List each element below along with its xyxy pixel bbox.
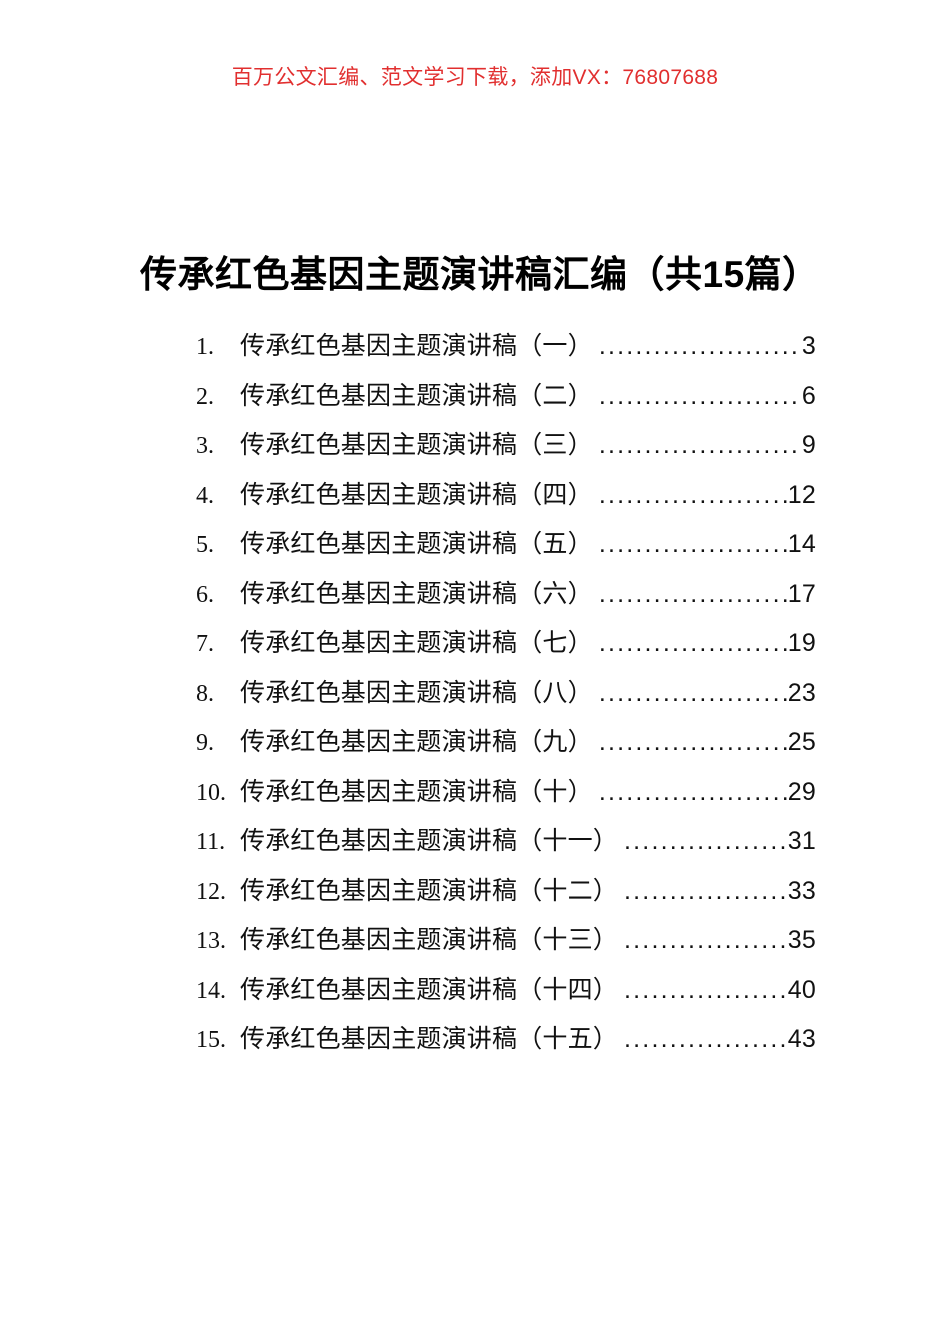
toc-entry-page-number: 3: [801, 332, 816, 360]
toc-entry-number: 8.: [196, 680, 214, 707]
toc-dot-leader: [624, 879, 787, 904]
toc-entry-page-number: 19: [787, 629, 816, 657]
toc-dot-leader: [624, 928, 787, 953]
toc-entry-label: 传承红色基因主题演讲稿（十）: [240, 777, 593, 806]
toc-dot-leader: [599, 483, 787, 508]
toc-entry-number: 13.: [196, 928, 226, 954]
toc-entry-label: 传承红色基因主题演讲稿（九）: [240, 728, 593, 756]
toc-dot-leader: [599, 582, 787, 607]
toc-entry-page-number: 35: [787, 926, 816, 954]
toc-dot-leader: [599, 730, 787, 755]
toc-entry-label: 传承红色基因主题演讲稿（十一）: [240, 827, 619, 855]
toc-entry[interactable]: 11. 传承红色基因主题演讲稿（十一） 31: [196, 823, 816, 873]
page-title: 传承红色基因主题演讲稿汇编（共15篇）: [140, 253, 820, 295]
toc-dot-leader: [599, 780, 787, 805]
promo-header-text: 百万公文汇编、范文学习下载，添加VX：76807688: [231, 66, 719, 89]
toc-entry-label: 传承红色基因主题演讲稿（十五）: [240, 1025, 619, 1053]
toc-entry-number: 10.: [196, 779, 226, 806]
toc-entry-page-number: 23: [787, 678, 816, 707]
toc-entry-number: 5.: [196, 532, 214, 558]
toc-entry-label: 传承红色基因主题演讲稿（八）: [240, 678, 593, 707]
toc-entry-label: 传承红色基因主题演讲稿（十四）: [240, 975, 619, 1004]
toc-entry-number: 12.: [196, 878, 226, 905]
toc-entry-number: 4.: [196, 482, 214, 509]
toc-entry[interactable]: 9. 传承红色基因主题演讲稿（九） 25: [196, 724, 816, 774]
toc-entry[interactable]: 4. 传承红色基因主题演讲稿（四） 12: [196, 477, 816, 527]
toc-entry-page-number: 29: [787, 777, 816, 806]
toc-dot-leader: [624, 1027, 787, 1052]
toc-dot-leader: [599, 681, 787, 706]
toc-entry-number: 15.: [196, 1027, 226, 1053]
toc-entry-number: 7.: [196, 631, 214, 657]
toc-entry-label: 传承红色基因主题演讲稿（二）: [240, 381, 593, 410]
toc-entry[interactable]: 2. 传承红色基因主题演讲稿（二） 6: [196, 378, 816, 428]
toc-entry-label: 传承红色基因主题演讲稿（六）: [240, 579, 593, 608]
toc-entry[interactable]: 15. 传承红色基因主题演讲稿（十五） 43: [196, 1021, 816, 1071]
toc-entry-page-number: 6: [801, 381, 816, 410]
toc-entry-label: 传承红色基因主题演讲稿（一）: [240, 332, 593, 360]
toc-entry-page-number: 14: [787, 530, 816, 558]
toc-entry[interactable]: 3. 传承红色基因主题演讲稿（三） 9: [196, 427, 816, 477]
toc-entry-page-number: 9: [801, 431, 816, 459]
toc-entry-number: 3.: [196, 433, 214, 459]
toc-dot-leader: [624, 978, 787, 1003]
toc-dot-leader: [599, 384, 801, 409]
toc-entry-number: 11.: [196, 829, 226, 855]
toc-entry-page-number: 40: [787, 975, 816, 1004]
toc-dot-leader: [599, 433, 801, 458]
toc-entry-number: 14.: [196, 977, 226, 1004]
toc-entry-page-number: 31: [787, 827, 816, 855]
toc-entry-label: 传承红色基因主题演讲稿（三）: [240, 431, 593, 459]
toc-entry[interactable]: 8. 传承红色基因主题演讲稿（八） 23: [196, 675, 816, 725]
toc-entry[interactable]: 10. 传承红色基因主题演讲稿（十） 29: [196, 774, 816, 824]
table-of-contents: 1. 传承红色基因主题演讲稿（一） 3 2. 传承红色基因主题演讲稿（二） 6 3. 传承红色…: [196, 328, 816, 1071]
toc-entry-label: 传承红色基因主题演讲稿（十三）: [240, 926, 619, 954]
toc-entry-label: 传承红色基因主题演讲稿（五）: [240, 530, 593, 558]
toc-entry-number: 6.: [196, 581, 214, 608]
toc-entry-label: 传承红色基因主题演讲稿（四）: [240, 480, 593, 509]
toc-entry-number: 1.: [196, 334, 214, 360]
toc-entry-page-number: 25: [787, 728, 816, 756]
toc-entry[interactable]: 14. 传承红色基因主题演讲稿（十四） 40: [196, 972, 816, 1022]
toc-entry[interactable]: 7. 传承红色基因主题演讲稿（七） 19: [196, 625, 816, 675]
toc-entry-number: 2.: [196, 383, 214, 410]
toc-entry[interactable]: 1. 传承红色基因主题演讲稿（一） 3: [196, 328, 816, 378]
toc-entry-page-number: 17: [787, 579, 816, 608]
toc-entry-page-number: 33: [787, 876, 816, 905]
toc-entry[interactable]: 12. 传承红色基因主题演讲稿（十二） 33: [196, 873, 816, 923]
toc-entry-label: 传承红色基因主题演讲稿（七）: [240, 629, 593, 657]
toc-entry[interactable]: 13. 传承红色基因主题演讲稿（十三） 35: [196, 922, 816, 972]
toc-dot-leader: [624, 829, 787, 854]
toc-dot-leader: [599, 631, 787, 656]
toc-entry-page-number: 43: [787, 1025, 816, 1053]
toc-entry[interactable]: 5. 传承红色基因主题演讲稿（五） 14: [196, 526, 816, 576]
toc-entry-number: 9.: [196, 730, 214, 756]
toc-entry-label: 传承红色基因主题演讲稿（十二）: [240, 876, 619, 905]
toc-entry-page-number: 12: [787, 480, 816, 509]
toc-entry[interactable]: 6. 传承红色基因主题演讲稿（六） 17: [196, 576, 816, 626]
toc-dot-leader: [599, 532, 787, 557]
toc-dot-leader: [599, 334, 801, 359]
